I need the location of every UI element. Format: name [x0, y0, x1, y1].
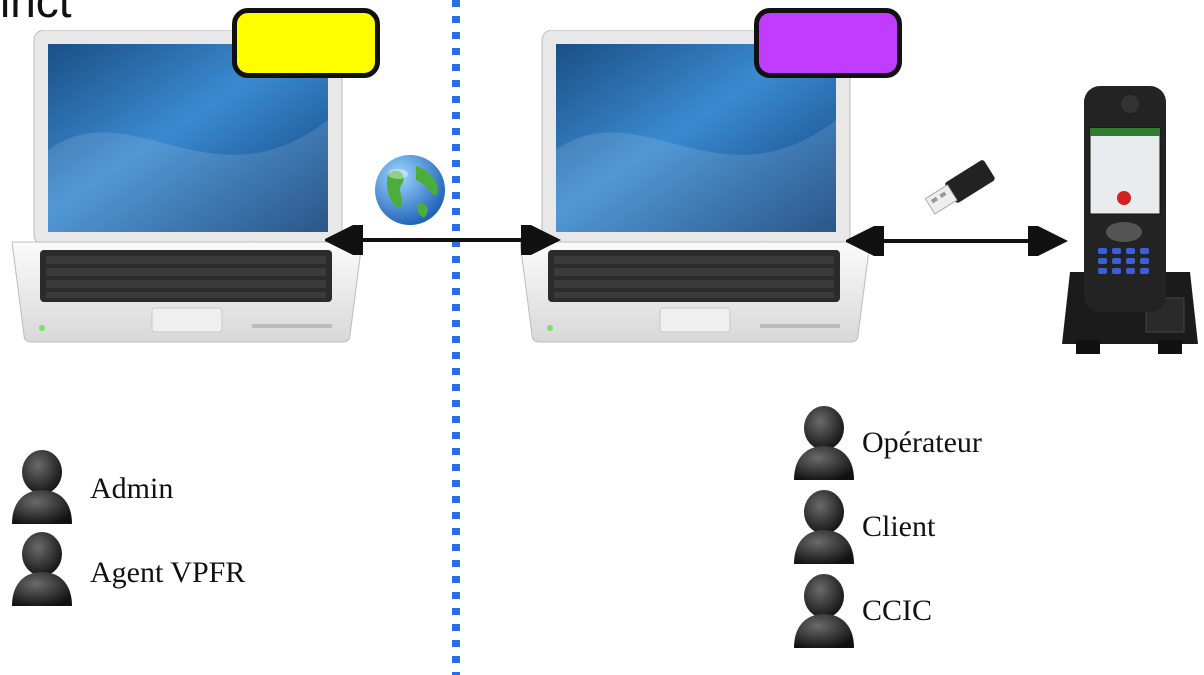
- usb-stick-icon: [920, 150, 1000, 230]
- user-icon: [794, 574, 854, 648]
- zone-tag-yellow: [232, 8, 380, 78]
- link-arrow-network: [325, 225, 565, 255]
- user-icon: [12, 532, 72, 606]
- zone-divider: [452, 0, 460, 675]
- user-icon: [12, 450, 72, 524]
- user-label: Agent VPFR: [90, 556, 246, 589]
- user-label: Client: [862, 510, 936, 543]
- handheld-terminal-icon: [1060, 82, 1200, 357]
- page-title: inct: [0, 0, 72, 27]
- user-label: CCIC: [862, 594, 933, 627]
- globe-icon: [372, 152, 448, 228]
- laptop-operator: [520, 30, 870, 345]
- user-label: Opérateur: [862, 426, 982, 459]
- user-label: Admin: [90, 472, 174, 505]
- user-icon: [794, 406, 854, 480]
- laptop-admin: [12, 30, 362, 345]
- link-arrow-usb: [846, 226, 1071, 256]
- zone-tag-purple: [754, 8, 902, 78]
- user-icon: [794, 490, 854, 564]
